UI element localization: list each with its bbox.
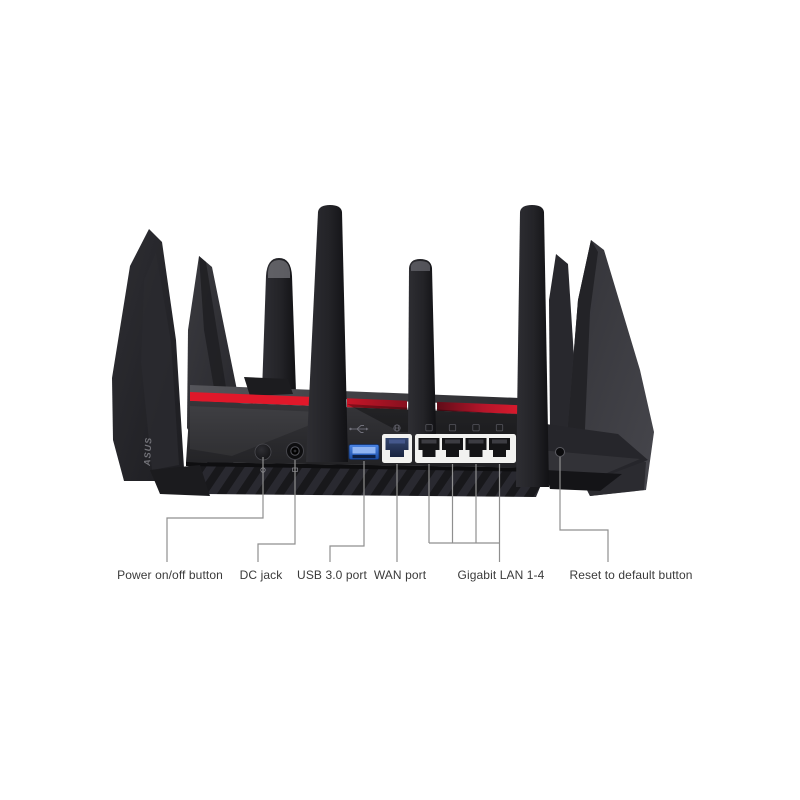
label-reset-button: Reset to default button	[569, 568, 693, 582]
label-lan-ports: Gigabit LAN 1-4	[457, 568, 545, 582]
wan-port-pins	[389, 439, 405, 444]
callout-line-reset	[559, 457, 609, 562]
lan-port-1-pins	[421, 439, 437, 444]
wan-globe-icon	[393, 424, 401, 432]
asus-logo: ASUS	[142, 437, 154, 467]
chassis-right-foot	[545, 470, 622, 491]
antenna-stick-short-left	[262, 258, 296, 392]
chassis-left-foot	[150, 465, 210, 496]
accent-stripe-right	[437, 401, 520, 415]
antenna-stick-tall-right	[516, 205, 549, 487]
callout-line-power	[166, 457, 264, 562]
lan-number-icons	[425, 424, 504, 432]
callout-line-dc	[257, 460, 296, 562]
lan-port-4-pins	[492, 439, 507, 444]
accent-stripe-left	[190, 392, 312, 406]
lan-port-3-pins	[468, 439, 484, 444]
reset-button	[555, 447, 565, 457]
antenna-stick-tall-left	[306, 205, 348, 462]
chassis-face-sheen	[190, 406, 340, 456]
callout-lines	[166, 457, 609, 562]
antenna-stick-short-left-cap	[268, 260, 290, 278]
chassis-base	[186, 462, 548, 497]
chassis-base-top-edge	[186, 462, 548, 472]
antenna-stick-center	[408, 259, 436, 434]
label-dc-jack: DC jack	[239, 568, 283, 582]
dc-jack-pin	[293, 449, 297, 453]
lan-ports	[418, 438, 510, 457]
usb-icon	[349, 425, 369, 433]
antenna-blade-right-outer-edge	[566, 240, 598, 452]
label-power-button: Power on/off button	[117, 568, 223, 582]
lan-port-2-pins	[445, 439, 460, 444]
antenna-stick-center-cap	[411, 261, 430, 271]
chassis-right-endcap	[517, 420, 648, 478]
label-wan-port: WAN port	[373, 568, 427, 582]
accent-stripe-middle	[347, 398, 407, 410]
antenna-blade-left-outer-facet	[141, 252, 179, 470]
label-usb-port: USB 3.0 port	[297, 568, 367, 582]
usb3-port-slot	[352, 455, 376, 459]
callout-line-usb	[329, 461, 365, 562]
chassis-deck-wedge	[244, 377, 293, 396]
usb3-port-tongue	[352, 447, 376, 454]
chassis-face-shadow-wedge	[347, 404, 545, 438]
